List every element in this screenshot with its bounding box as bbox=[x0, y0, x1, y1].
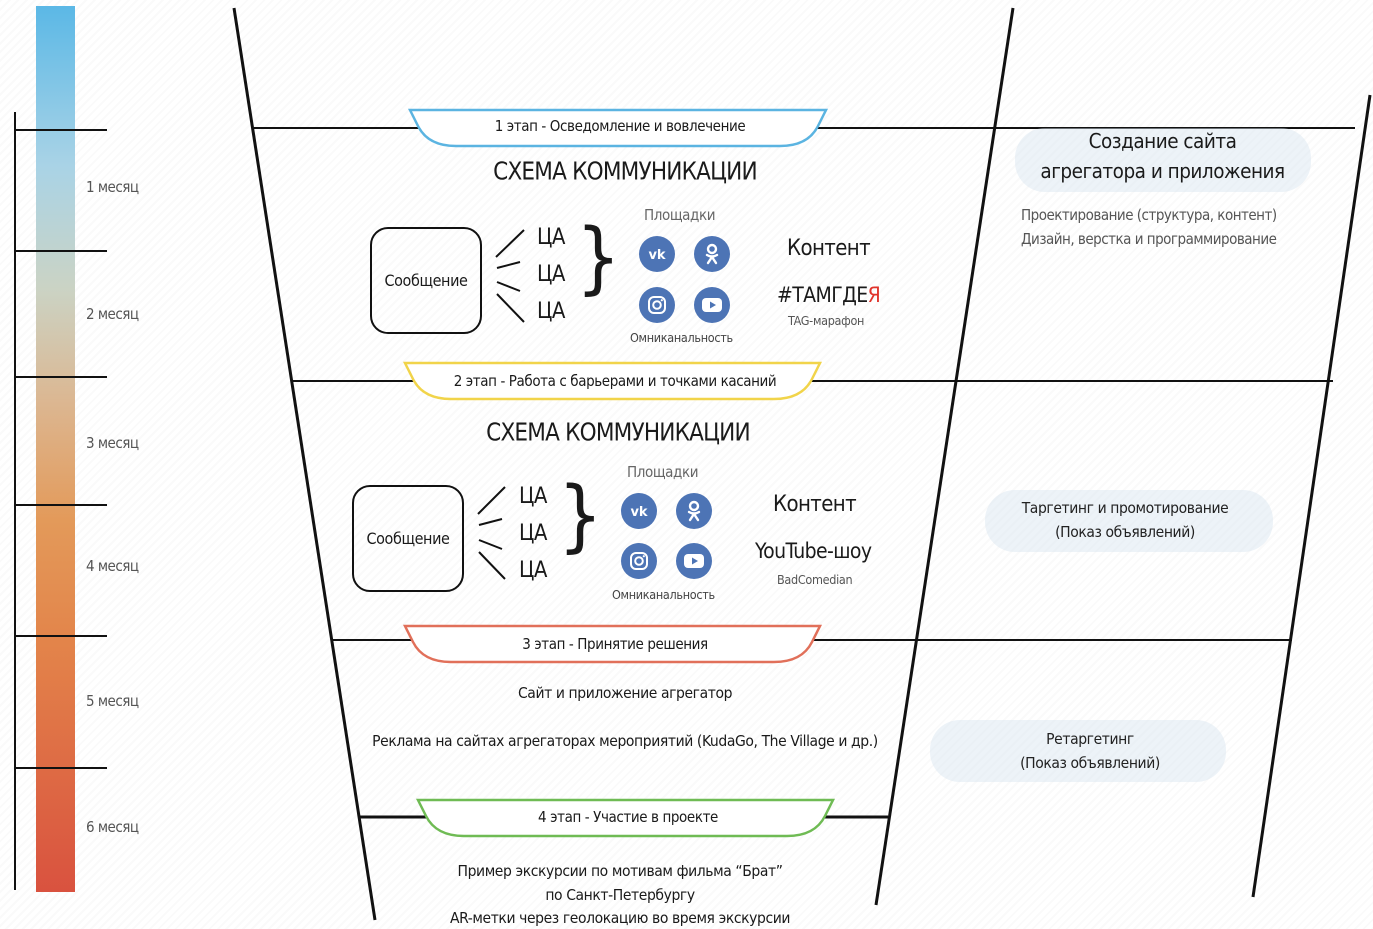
targeting-line-1: Таргетинг и промотирование bbox=[1021, 499, 1229, 517]
instagram-icon[interactable] bbox=[639, 287, 675, 323]
stage-2-target-1: ЦА bbox=[519, 484, 547, 509]
instagram-icon[interactable] bbox=[621, 543, 657, 579]
stage-2-title: СХЕМА КОММУНИКАЦИИ bbox=[486, 417, 750, 447]
vk-icon[interactable]: vk bbox=[639, 236, 675, 272]
creation-title-line-2: агрегатора и приложения bbox=[1040, 159, 1285, 183]
month-3-label: 3 месяц bbox=[86, 434, 139, 452]
month-1-label: 1 месяц bbox=[86, 178, 139, 196]
stage-2-content-main: YouTube-шоу bbox=[755, 539, 872, 563]
stage-1-hashtag: #ТАМГДЕЯ bbox=[777, 283, 881, 307]
odnoklassniki-icon[interactable] bbox=[676, 493, 712, 529]
youtube-icon[interactable] bbox=[694, 287, 730, 323]
stage-2-arrows bbox=[477, 486, 506, 580]
stage-4-line-1: Пример экскурсии по мотивам фильма “Брат… bbox=[457, 862, 783, 880]
targeting-line-2: (Показ объявлений) bbox=[1055, 523, 1195, 541]
targeting-highlight bbox=[985, 490, 1273, 552]
month-5-label: 5 месяц bbox=[86, 692, 139, 710]
retargeting-line-2: (Показ объявлений) bbox=[1020, 754, 1160, 772]
svg-text:vk: vk bbox=[648, 248, 665, 261]
month-4-label: 4 месяц bbox=[86, 557, 139, 575]
stage-2-tab bbox=[402, 361, 823, 401]
stage-2-content-sub: BadComedian bbox=[777, 572, 853, 587]
creation-title-line-1: Создание сайта bbox=[1088, 129, 1237, 153]
stage-1-arrows bbox=[495, 229, 525, 323]
retargeting-highlight bbox=[930, 720, 1226, 782]
creation-detail-1: Проектирование (структура, контент) bbox=[1021, 206, 1277, 224]
stage-1-omnichannel-label: Омниканальность bbox=[630, 330, 733, 345]
stage-4-line-3: AR-метки через геолокацию во время экску… bbox=[449, 909, 791, 927]
stage-1-message-label: Сообщение bbox=[384, 271, 468, 290]
stage-4-line-2: по Санкт-Петербургу bbox=[545, 886, 695, 904]
stage-2-message-box: Сообщение bbox=[352, 485, 464, 592]
funnel-right-wall bbox=[1251, 94, 1372, 898]
stage-2-target-2: ЦА bbox=[519, 521, 547, 546]
creation-title: Создание сайта агрегатора и приложения bbox=[1010, 126, 1315, 186]
stage-3-line-2: Реклама на сайтах агрегаторах мероприяти… bbox=[372, 732, 878, 750]
stage-2-label: 2 этап - Работа с барьерами и точками ка… bbox=[453, 372, 777, 390]
targeting-block: Таргетинг и промотирование (Показ объявл… bbox=[985, 496, 1265, 544]
timeline-gradient-bar bbox=[36, 6, 75, 892]
stage-1-title: СХЕМА КОММУНИКАЦИИ bbox=[493, 156, 757, 186]
stage-4-label: 4 этап - Участие в проекте bbox=[538, 808, 718, 826]
stage-1-content-sub: TAG-марафон bbox=[788, 313, 865, 328]
stage-1-brace: } bbox=[576, 213, 621, 303]
month-6-label: 6 месяц bbox=[86, 818, 139, 836]
funnel-middle-wall bbox=[874, 7, 1015, 906]
stage-1-label: 1 этап - Осведомление и вовлечение bbox=[494, 117, 746, 135]
funnel-left-wall bbox=[232, 7, 377, 921]
stage-1-tab bbox=[407, 108, 829, 148]
stage-1-target-3: ЦА bbox=[537, 299, 565, 324]
stage-1-hashtag-main: #ТАМГДЕ bbox=[777, 283, 868, 307]
retargeting-line-1: Ретаргетинг bbox=[1046, 730, 1134, 748]
creation-details: Проектирование (структура, контент) Диза… bbox=[1021, 203, 1321, 251]
stage-3-label: 3 этап - Принятие решения bbox=[522, 635, 708, 653]
stage-1-message-box: Сообщение bbox=[370, 227, 482, 334]
youtube-icon[interactable] bbox=[676, 543, 712, 579]
creation-detail-2: Дизайн, верстка и программирование bbox=[1021, 230, 1277, 248]
stage-1-platforms-label: Площадки bbox=[644, 206, 716, 224]
month-2-label: 2 месяц bbox=[86, 305, 139, 323]
stage-2-content-label: Контент bbox=[773, 492, 857, 517]
stage-1-hashtag-accent: Я bbox=[867, 283, 881, 307]
stage-3-tab bbox=[402, 624, 823, 664]
creation-highlight bbox=[1015, 128, 1311, 192]
stage-2-brace: } bbox=[558, 471, 603, 561]
retargeting-block: Ретаргетинг (Показ объявлений) bbox=[950, 727, 1230, 775]
odnoklassniki-icon[interactable] bbox=[694, 236, 730, 272]
stage-3-line-1: Сайт и приложение агрегатор bbox=[517, 684, 733, 702]
stage-2-message-label: Сообщение bbox=[366, 529, 450, 548]
stage-1-target-2: ЦА bbox=[537, 262, 565, 287]
svg-text:vk: vk bbox=[630, 505, 647, 518]
stage-2-target-3: ЦА bbox=[519, 558, 547, 583]
stage-1-target-1: ЦА bbox=[537, 225, 565, 250]
stage-2-omnichannel-label: Омниканальность bbox=[612, 587, 715, 602]
stage-2-platforms-label: Площадки bbox=[627, 463, 699, 481]
stage-1-content-label: Контент bbox=[787, 236, 871, 261]
vk-icon[interactable]: vk bbox=[621, 493, 657, 529]
stage-4-tab bbox=[415, 798, 836, 838]
